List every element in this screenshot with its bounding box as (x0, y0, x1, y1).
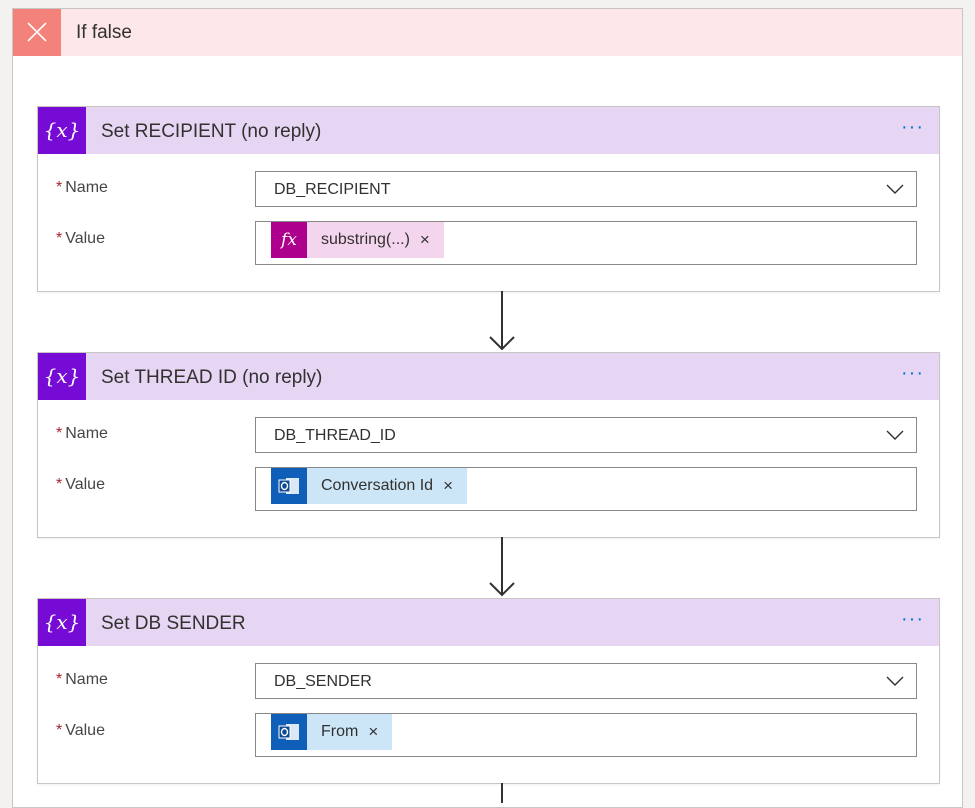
outlook-icon (271, 714, 307, 750)
dynamic-token[interactable]: From × (271, 714, 393, 750)
more-options-icon[interactable]: ··· (901, 116, 924, 138)
name-dropdown[interactable]: DB_THREAD_ID (255, 417, 917, 453)
value-field-label: *Value (56, 230, 105, 247)
name-field-label: *Name (56, 425, 108, 442)
token-label: From (321, 723, 359, 740)
value-field-label: *Value (56, 476, 105, 493)
action-card-set-db-sender: {x} Set DB SENDER ··· *Name DB_SENDER *V… (37, 598, 940, 784)
name-field-label: *Name (56, 671, 108, 688)
dynamic-token[interactable]: fx substring(...) × (271, 222, 444, 258)
card-header[interactable]: {x} Set THREAD ID (no reply) ··· (38, 353, 939, 400)
card-title: Set THREAD ID (no reply) (101, 367, 323, 388)
action-card-set-thread-id: {x} Set THREAD ID (no reply) ··· *Name D… (37, 352, 940, 538)
flow-arrow (487, 291, 517, 356)
close-icon[interactable] (13, 9, 61, 56)
more-options-icon[interactable]: ··· (901, 608, 924, 630)
required-mark: * (56, 476, 63, 493)
dynamic-token[interactable]: Conversation Id × (271, 468, 467, 504)
required-mark: * (56, 179, 63, 196)
value-field-label: *Value (56, 722, 105, 739)
token-label: substring(...) (321, 231, 410, 248)
name-dropdown[interactable]: DB_SENDER (255, 663, 917, 699)
remove-token-icon[interactable]: × (443, 476, 453, 495)
value-input[interactable]: fx substring(...) × (255, 221, 917, 265)
card-title: Set RECIPIENT (no reply) (101, 121, 322, 142)
remove-token-icon[interactable]: × (368, 722, 379, 741)
if-false-branch: If false {x} Set RECIPIENT (no reply) ··… (12, 8, 963, 808)
token-label: Conversation Id (321, 477, 434, 494)
more-options-icon[interactable]: ··· (901, 362, 924, 384)
name-dropdown[interactable]: DB_RECIPIENT (255, 171, 917, 207)
chevron-down-icon (886, 430, 904, 440)
name-dropdown-value: DB_RECIPIENT (274, 181, 391, 198)
required-mark: * (56, 671, 63, 688)
remove-token-icon[interactable]: × (419, 230, 430, 249)
outlook-icon (271, 468, 307, 504)
name-dropdown-value: DB_THREAD_ID (274, 427, 396, 444)
variable-icon: {x} (38, 353, 86, 400)
required-mark: * (56, 425, 63, 442)
branch-header[interactable]: If false (13, 9, 962, 56)
name-field-label: *Name (56, 179, 108, 196)
chevron-down-icon (886, 184, 904, 194)
card-header[interactable]: {x} Set DB SENDER ··· (38, 599, 939, 646)
required-mark: * (56, 722, 63, 739)
fx-icon: fx (271, 222, 307, 258)
value-input[interactable]: From × (255, 713, 917, 757)
required-mark: * (56, 230, 63, 247)
value-input[interactable]: Conversation Id × (255, 467, 917, 511)
card-header[interactable]: {x} Set RECIPIENT (no reply) ··· (38, 107, 939, 154)
flow-arrow (487, 537, 517, 602)
chevron-down-icon (886, 676, 904, 686)
flow-arrow (487, 783, 517, 808)
card-title: Set DB SENDER (101, 613, 246, 634)
name-dropdown-value: DB_SENDER (274, 673, 372, 690)
variable-icon: {x} (38, 599, 86, 646)
variable-icon: {x} (38, 107, 86, 154)
action-card-set-recipient: {x} Set RECIPIENT (no reply) ··· *Name D… (37, 106, 940, 292)
branch-title: If false (76, 22, 132, 43)
